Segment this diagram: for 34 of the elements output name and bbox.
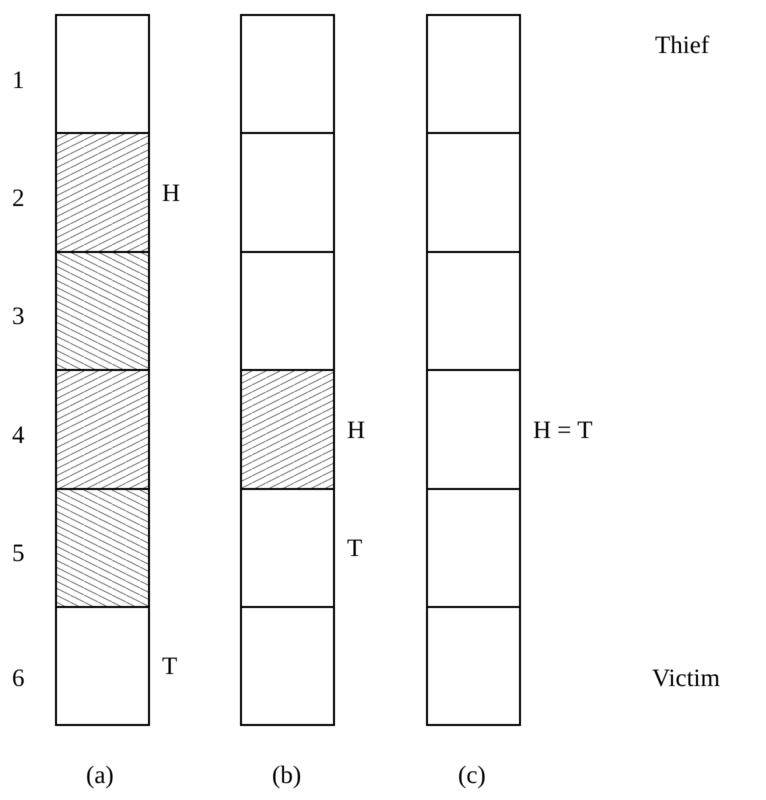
deque-slot [426,14,521,134]
deque-slot [240,606,335,726]
deque-slot [240,14,335,134]
panel-label: (a) [86,763,114,788]
deque-slot [55,14,150,134]
row-number: 5 [12,541,24,566]
row-number: 1 [12,68,24,93]
pointer-label: H [162,180,180,206]
row-number: 6 [12,666,24,691]
deque-slot [240,488,335,608]
deque-slot [55,606,150,726]
deque-slot [426,606,521,726]
role-label: Victim [652,666,720,691]
deque-slot [426,488,521,608]
deque-slot [426,251,521,371]
role-label: Thief [655,33,710,58]
pointer-label: T [347,536,362,561]
deque-slot [240,251,335,371]
deque-slot [55,251,150,371]
deque-slot [240,132,335,253]
deque-slot [55,369,150,490]
pointer-label: H [347,418,366,442]
row-number: 3 [12,304,24,329]
row-number: 4 [12,423,24,448]
deque-slot [426,369,521,490]
deque-slot [240,369,335,490]
panel-label: (c) [458,763,486,788]
row-number: 2 [12,186,24,211]
panel-label: (b) [272,763,302,788]
pointer-label: T [162,654,178,679]
pointer-label: H = T [533,418,592,442]
deque-slot [55,132,150,253]
deque-slot [426,132,521,253]
deque-slot [55,488,150,608]
